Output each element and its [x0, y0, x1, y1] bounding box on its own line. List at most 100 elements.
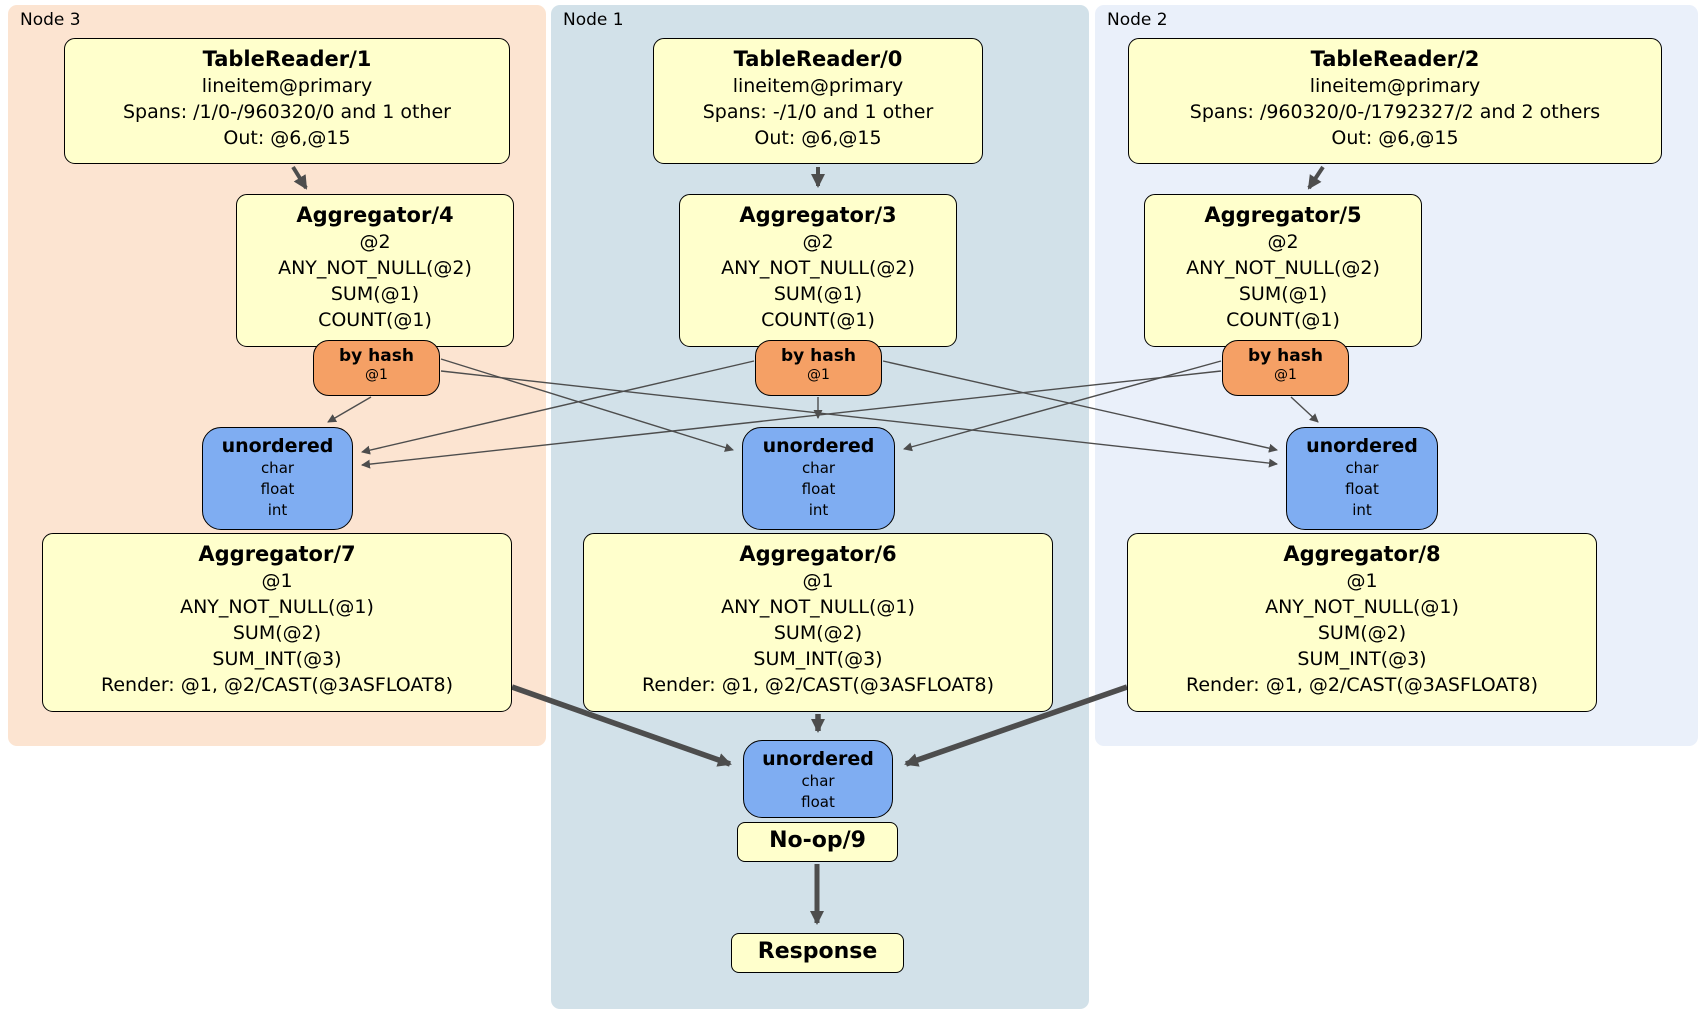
router-detail-line: @1 — [807, 367, 830, 383]
processor-detail-line: SUM(@1) — [773, 283, 863, 305]
processor-title: Aggregator/6 — [739, 542, 897, 566]
edge-agg8-syncfinal — [904, 684, 1128, 767]
processor-detail-line: Render: @1, @2/CAST(@3ASFLOAT8) — [642, 674, 994, 696]
sync-unordered-node3: unordered char float int — [202, 427, 353, 530]
sync-detail-line: char — [801, 459, 836, 477]
processor-detail-line: SUM(@2) — [773, 622, 863, 644]
sync-unordered-node1: unordered char float int — [742, 427, 895, 530]
sync-detail-line: char — [1345, 459, 1379, 477]
processor-title: TableReader/1 — [202, 47, 372, 71]
processor-detail-line: @1 — [1346, 570, 1378, 592]
edge-router1-sync3 — [361, 360, 755, 455]
processor-detail-line: SUM(@1) — [330, 283, 420, 305]
processor-detail-line: lineitem@primary — [201, 75, 373, 97]
processor-detail-line: COUNT(@1) — [1226, 309, 1340, 331]
router-detail-line: @1 — [365, 367, 388, 383]
processor-detail-line: ANY_NOT_NULL(@1) — [1265, 596, 1459, 618]
response-box: Response — [731, 933, 904, 973]
processor-title: Aggregator/3 — [739, 203, 897, 227]
processor-detail-line: @1 — [802, 570, 834, 592]
router-title: by hash — [339, 346, 414, 366]
processor-detail-line: ANY_NOT_NULL(@2) — [1186, 257, 1380, 279]
sync-detail-line: char — [801, 772, 835, 790]
processor-detail-line: Out: @6,@15 — [1331, 127, 1459, 149]
processor-aggregator-7: Aggregator/7 @1 ANY_NOT_NULL(@1) SUM(@2)… — [42, 533, 512, 712]
processor-title: Aggregator/5 — [1204, 203, 1362, 227]
processor-detail-line: Out: @6,@15 — [223, 127, 351, 149]
node3-label: Node 3 — [20, 10, 81, 30]
processor-detail-line: @1 — [261, 570, 293, 592]
processor-detail-line: Render: @1, @2/CAST(@3ASFLOAT8) — [101, 674, 453, 696]
processor-tablereader-0: TableReader/0 lineitem@primary Spans: -/… — [653, 38, 983, 164]
sync-detail-line: float — [1345, 480, 1379, 498]
processor-title: No-op/9 — [769, 828, 866, 853]
node2-label: Node 2 — [1107, 10, 1168, 30]
processor-detail-line: Spans: -/1/0 and 1 other — [702, 101, 934, 123]
processor-detail-line: SUM_INT(@3) — [212, 648, 342, 670]
edge-router3-sync2 — [440, 370, 1278, 468]
sync-detail-line: int — [267, 501, 288, 519]
processor-noop-9: No-op/9 — [737, 822, 898, 862]
edge-router2-sync1 — [903, 360, 1222, 452]
processor-detail-line: ANY_NOT_NULL(@2) — [721, 257, 915, 279]
processor-detail-line: Spans: /960320/0-/1792327/2 and 2 others — [1189, 101, 1601, 123]
edge-router3-sync1 — [440, 358, 734, 452]
processor-aggregator-6: Aggregator/6 @1 ANY_NOT_NULL(@1) SUM(@2)… — [583, 533, 1053, 712]
sync-title: unordered — [762, 435, 875, 457]
sync-detail-line: char — [260, 459, 295, 477]
edge-router2-sync2 — [1290, 396, 1319, 423]
edge-tr2-agg5 — [1307, 165, 1325, 190]
processor-title: TableReader/2 — [1310, 47, 1480, 71]
processor-detail-line: @2 — [1267, 231, 1299, 253]
processor-detail-line: ANY_NOT_NULL(@1) — [180, 596, 374, 618]
sync-detail-line: float — [260, 480, 295, 498]
processor-title: Aggregator/4 — [296, 203, 454, 227]
processor-detail-line: Spans: /1/0-/960320/0 and 1 other — [123, 101, 451, 123]
router-title: by hash — [1248, 346, 1323, 366]
sync-detail-line: int — [1352, 501, 1372, 519]
sync-detail-line: float — [801, 793, 835, 811]
sync-title: unordered — [762, 748, 874, 770]
processor-detail-line: @2 — [802, 231, 834, 253]
processor-title: Aggregator/7 — [198, 542, 356, 566]
processor-detail-line: COUNT(@1) — [318, 309, 432, 331]
edge-router3-sync3 — [327, 396, 372, 423]
processor-tablereader-2: TableReader/2 lineitem@primary Spans: /9… — [1128, 38, 1662, 164]
processor-detail-line: SUM(@1) — [1238, 283, 1328, 305]
sync-detail-line: int — [808, 501, 829, 519]
processor-detail-line: Out: @6,@15 — [754, 127, 882, 149]
processor-aggregator-5: Aggregator/5 @2 ANY_NOT_NULL(@2) SUM(@1)… — [1144, 194, 1422, 347]
processor-detail-line: SUM(@2) — [232, 622, 322, 644]
processor-aggregator-3: Aggregator/3 @2 ANY_NOT_NULL(@2) SUM(@1)… — [679, 194, 957, 347]
processor-detail-line: ANY_NOT_NULL(@2) — [278, 257, 472, 279]
edge-router1-sync2 — [882, 360, 1278, 453]
router-title: by hash — [781, 346, 856, 366]
processor-title: TableReader/0 — [733, 47, 903, 71]
processor-title: Aggregator/8 — [1283, 542, 1441, 566]
router-by-hash-node1: by hash @1 — [755, 340, 882, 396]
processor-tablereader-1: TableReader/1 lineitem@primary Spans: /1… — [64, 38, 510, 164]
processor-title: Response — [757, 939, 878, 964]
router-by-hash-node3: by hash @1 — [313, 340, 440, 396]
processor-aggregator-8: Aggregator/8 @1 ANY_NOT_NULL(@1) SUM(@2)… — [1127, 533, 1597, 712]
edge-agg7-syncfinal — [511, 684, 732, 767]
processor-detail-line: lineitem@primary — [732, 75, 904, 97]
sync-title: unordered — [1306, 435, 1418, 457]
sync-detail-line: float — [801, 480, 836, 498]
processor-detail-line: SUM(@2) — [1317, 622, 1407, 644]
processor-detail-line: Render: @1, @2/CAST(@3ASFLOAT8) — [1186, 674, 1538, 696]
processor-detail-line: @2 — [359, 231, 391, 253]
processor-aggregator-4: Aggregator/4 @2 ANY_NOT_NULL(@2) SUM(@1)… — [236, 194, 514, 347]
edge-tr1-agg4 — [291, 165, 308, 190]
sync-unordered-final: unordered char float — [743, 740, 893, 818]
router-by-hash-node2: by hash @1 — [1222, 340, 1349, 396]
processor-detail-line: ANY_NOT_NULL(@1) — [721, 596, 915, 618]
router-detail-line: @1 — [1274, 367, 1297, 383]
sync-unordered-node2: unordered char float int — [1286, 427, 1438, 530]
processor-detail-line: SUM_INT(@3) — [753, 648, 883, 670]
edge-router2-sync3 — [361, 370, 1222, 469]
sync-title: unordered — [221, 435, 334, 457]
processor-detail-line: SUM_INT(@3) — [1297, 648, 1427, 670]
processor-detail-line: COUNT(@1) — [761, 309, 875, 331]
